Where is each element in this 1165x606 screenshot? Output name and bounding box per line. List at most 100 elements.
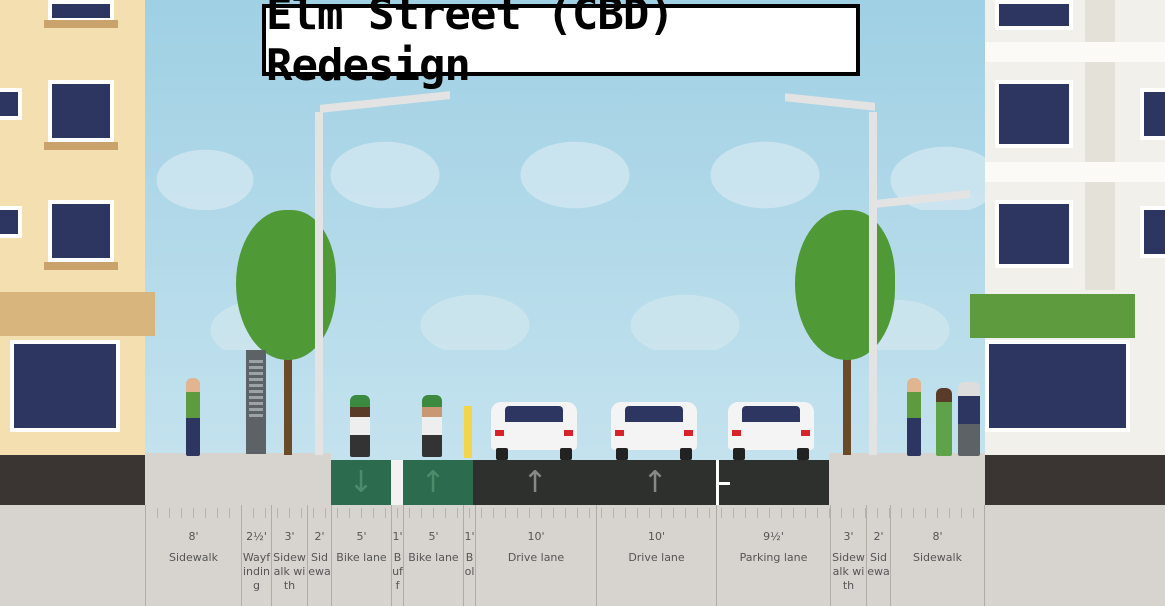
- segment-width: 2': [314, 530, 325, 543]
- pedestrian: [907, 378, 921, 456]
- segment-parking-lane[interactable]: 9½' Parking lane: [716, 505, 830, 606]
- left-awning: [0, 292, 155, 336]
- segment-name: Parking lane: [739, 551, 808, 564]
- arrow-up-icon: ↑: [642, 465, 668, 500]
- flower-box: [44, 20, 118, 28]
- segment-sidewalk-with[interactable]: 3' Sidewalk with: [271, 505, 307, 606]
- segment-name: Buff: [392, 551, 403, 592]
- tree-icon: [795, 210, 895, 360]
- segment-name: Sidewalk with: [273, 551, 306, 592]
- segment-width: 1': [392, 530, 403, 543]
- arrow-up-icon: ↑: [420, 465, 446, 500]
- street-lamp-pole: [869, 112, 877, 455]
- right-cornice: [985, 42, 1165, 62]
- segment-sidewalk-with[interactable]: 3' Sidewalk with: [830, 505, 866, 606]
- bike-lane-right-surface: [403, 460, 463, 505]
- segment-sidewalk-small[interactable]: 2' Sidewa: [866, 505, 890, 606]
- street-lamp-pole: [315, 112, 323, 455]
- segment-name: Sidewalk: [913, 551, 962, 564]
- segment-buffer[interactable]: 1' Buff: [391, 505, 403, 606]
- car-tire: [680, 448, 692, 460]
- segment-sidewalk[interactable]: 8' Sidewalk: [890, 505, 985, 606]
- left-window: [48, 80, 114, 142]
- left-building-base: [0, 455, 145, 507]
- cyclist: [350, 395, 370, 457]
- car-tire: [560, 448, 572, 460]
- page-title: Elm Street (CBD) Redesign: [266, 0, 675, 91]
- segment-name: Wayfinding: [242, 551, 271, 592]
- car-tire: [616, 448, 628, 460]
- car: [728, 402, 814, 450]
- segment-sidewalk[interactable]: 8' Sidewalk: [145, 505, 241, 606]
- tree-trunk: [284, 330, 292, 455]
- segment-width: 3': [284, 530, 295, 543]
- pedestrian: [936, 388, 952, 456]
- title-banner: Elm Street (CBD) Redesign: [262, 0, 860, 91]
- wayfinding-map: [249, 360, 263, 420]
- right-building-base: [985, 455, 1165, 507]
- flower-box: [44, 142, 118, 150]
- segment-measurement-band: [0, 505, 1165, 606]
- car: [491, 402, 577, 450]
- left-window-small: [0, 206, 22, 238]
- segment-width: 10': [527, 530, 545, 543]
- segment-drive-lane[interactable]: 10' Drive lane: [596, 505, 716, 606]
- parking-marking-tick: [716, 482, 730, 485]
- segment-sidewalk-small[interactable]: 2' Sidewa: [307, 505, 331, 606]
- cyclist: [422, 395, 442, 457]
- segment-drive-lane[interactable]: 10' Drive lane: [475, 505, 596, 606]
- bike-lane-left-surface: [331, 460, 391, 505]
- car-tire: [496, 448, 508, 460]
- cloud-band: [145, 120, 985, 210]
- left-sidewalk-surface: [145, 453, 331, 505]
- segment-bollard[interactable]: 1' Bol: [463, 505, 475, 606]
- segment-width: 3': [843, 530, 854, 543]
- right-window: [1140, 206, 1165, 258]
- tree-trunk: [843, 330, 851, 455]
- segment-wayfinding[interactable]: 2½' Wayfinding: [241, 505, 271, 606]
- left-window: [48, 0, 114, 22]
- car: [611, 402, 697, 450]
- segment-name: Sidewalk with: [832, 551, 865, 592]
- right-cornice: [985, 162, 1165, 182]
- measurement-ticks: [145, 508, 985, 518]
- bollard-strip: [463, 460, 473, 505]
- segment-name: Drive lane: [628, 551, 685, 564]
- segment-bike-lane[interactable]: 5' Bike lane: [331, 505, 391, 606]
- segment-name: Sidewa: [867, 551, 890, 578]
- segment-name: Bike lane: [408, 551, 459, 564]
- segment-width: 2½': [246, 530, 267, 543]
- right-window: [995, 0, 1073, 30]
- left-storefront-window: [10, 340, 120, 432]
- segment-width: 9½': [763, 530, 784, 543]
- segment-name: Bol: [464, 551, 475, 578]
- segment-width: 8': [188, 530, 199, 543]
- arrow-up-icon: ↑: [522, 465, 548, 500]
- segment-bike-lane[interactable]: 5' Bike lane: [403, 505, 463, 606]
- left-window-small: [0, 88, 22, 120]
- right-window: [995, 80, 1073, 148]
- segment-width: 1': [464, 530, 475, 543]
- segment-name: Bike lane: [336, 551, 387, 564]
- segment-name: Sidewalk: [169, 551, 218, 564]
- car-tire: [797, 448, 809, 460]
- pedestrian: [958, 382, 980, 456]
- right-awning: [970, 294, 1135, 338]
- segment-width: 10': [647, 530, 666, 543]
- segment-width: 8': [932, 530, 943, 543]
- segment-name: Sidewa: [308, 551, 331, 578]
- segment-width: 5': [356, 530, 367, 543]
- flower-box: [44, 262, 118, 270]
- segment-width: 2': [873, 530, 884, 543]
- left-window: [48, 200, 114, 262]
- right-sidewalk-surface: [829, 453, 985, 505]
- bollard: [464, 406, 472, 458]
- segment-name: Drive lane: [507, 551, 565, 564]
- segment-width: 5': [428, 530, 439, 543]
- drive-lanes-surface: [463, 460, 829, 505]
- pedestrian: [186, 378, 200, 456]
- car-tire: [733, 448, 745, 460]
- right-storefront-window: [985, 340, 1130, 432]
- arrow-down-icon: ↓: [348, 465, 374, 500]
- right-window: [1140, 88, 1165, 140]
